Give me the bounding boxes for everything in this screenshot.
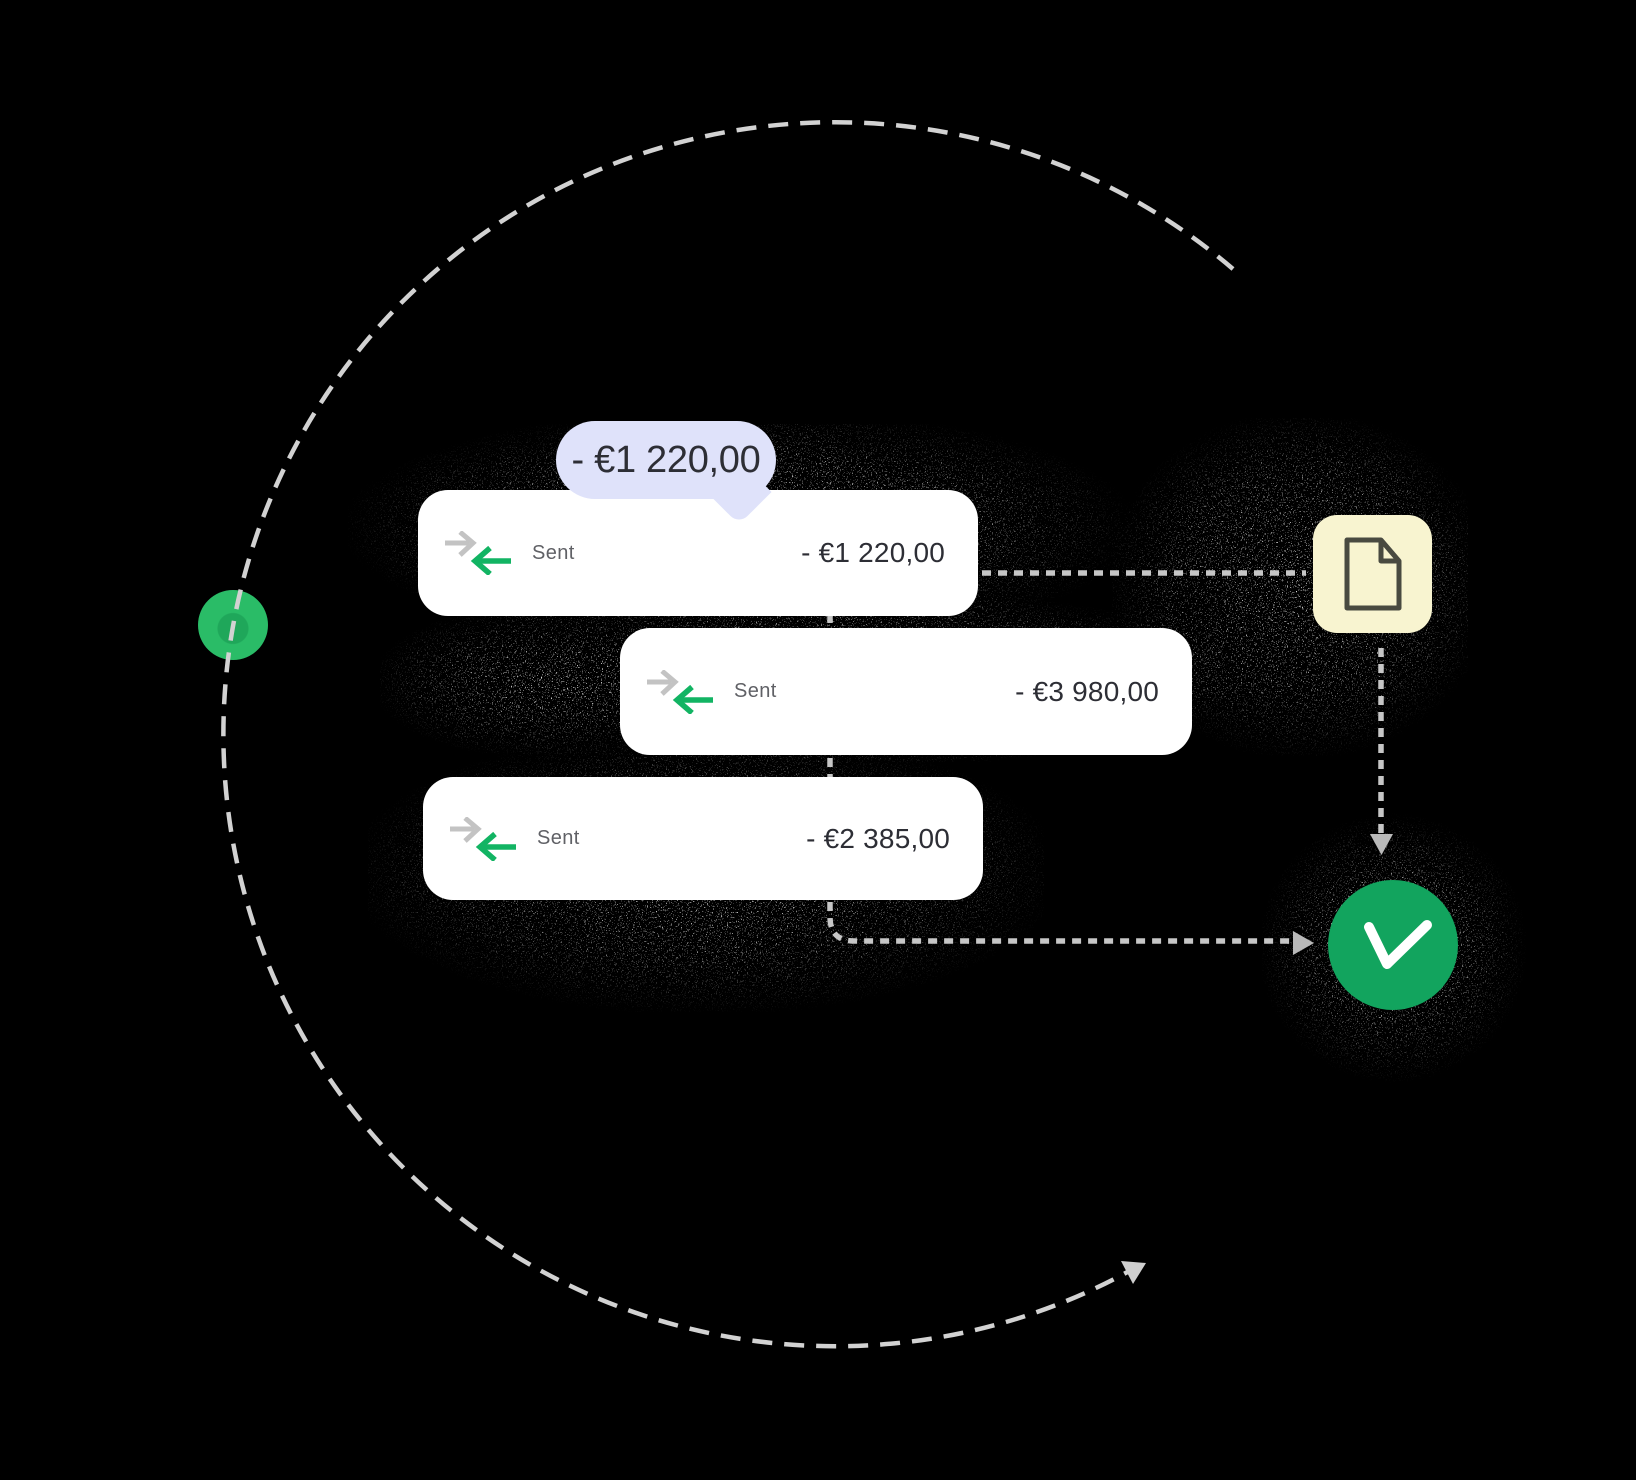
- progress-dot: [198, 590, 268, 660]
- right-arrowhead-icon: [1293, 931, 1314, 955]
- document-icon: [1344, 537, 1402, 611]
- transaction-card-1: Sent - €1 220,00: [418, 490, 978, 616]
- down-arrowhead-icon: [1370, 834, 1393, 855]
- success-node: [1328, 880, 1458, 1010]
- transfer-arrows-icon: [646, 669, 714, 714]
- transaction-amount: - €2 385,00: [806, 822, 950, 854]
- check-icon: [1328, 880, 1458, 1010]
- transaction-label: Sent: [734, 680, 777, 702]
- transaction-label: Sent: [532, 541, 575, 564]
- transaction-card-3: Sent - €2 385,00: [423, 777, 983, 900]
- transaction-card-2: Sent - €3 980,00: [620, 628, 1192, 755]
- transaction-amount: - €1 220,00: [801, 537, 945, 568]
- transaction-amount: - €3 980,00: [1015, 675, 1159, 707]
- amount-tooltip: - €1 220,00: [556, 421, 776, 499]
- orbit-arrowhead-icon: [1121, 1261, 1146, 1284]
- transfer-arrows-icon: [444, 531, 512, 575]
- document-node: [1313, 515, 1432, 633]
- transaction-label: Sent: [537, 827, 580, 849]
- transfer-arrows-icon: [449, 816, 517, 861]
